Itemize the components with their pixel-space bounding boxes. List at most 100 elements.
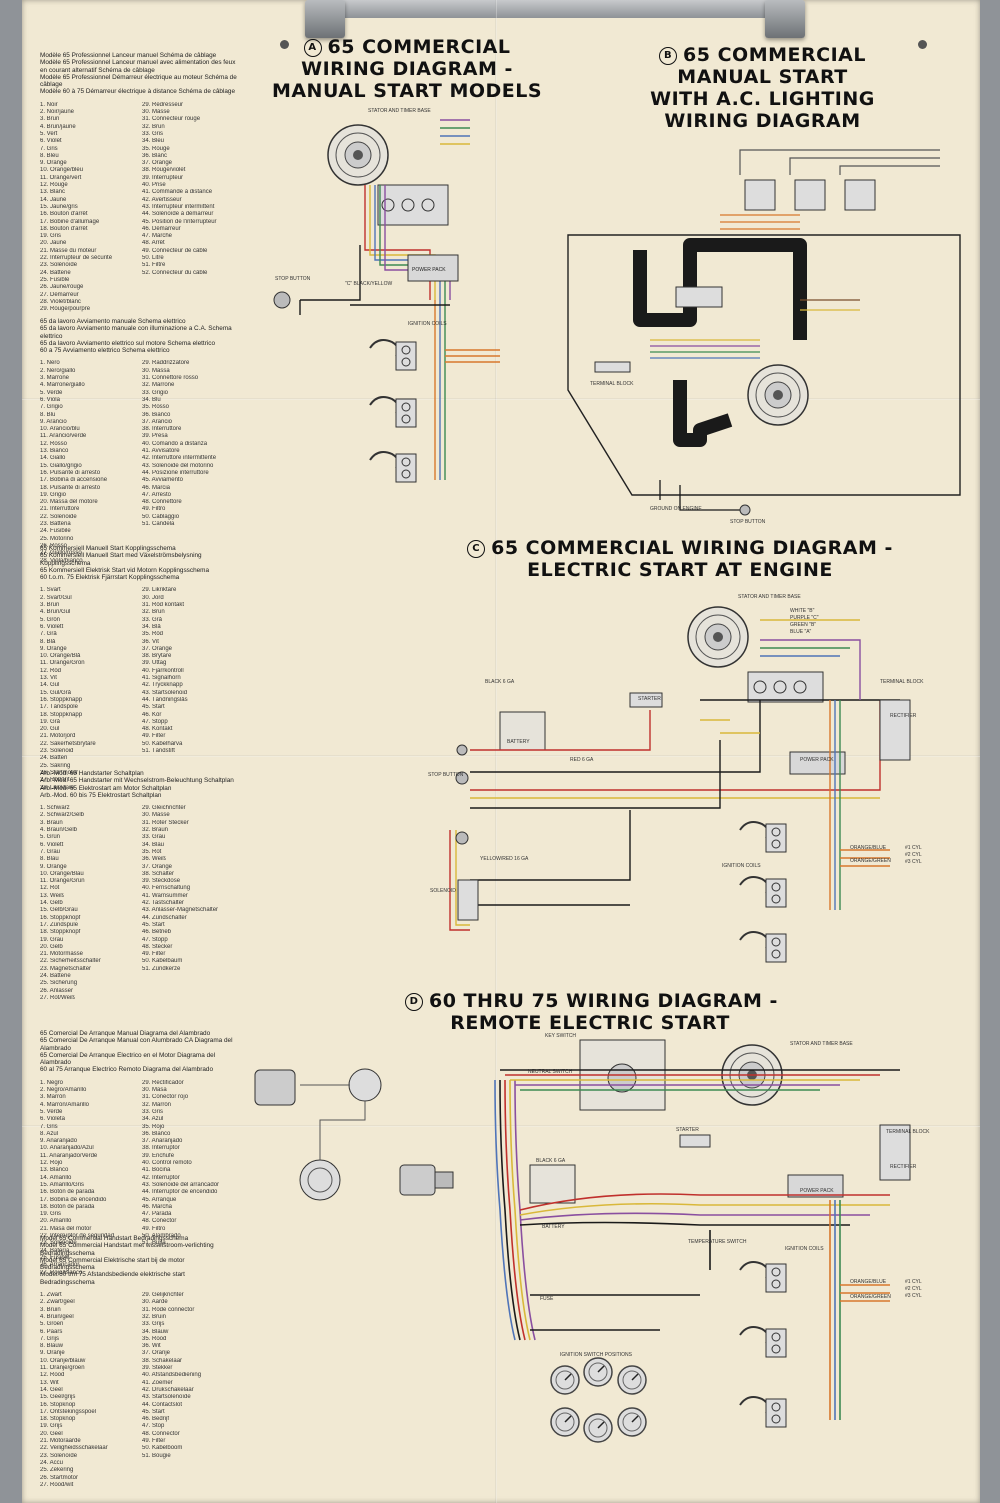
wire-label: ORANGE/GREEN bbox=[850, 1294, 891, 1300]
legend-item: 19. Grigio bbox=[40, 491, 67, 498]
diagram-d: IGNITION SWITCH POSITIONS KEY SWITCH NEU… bbox=[254, 1033, 930, 1443]
legend-item: 11. Oranje/groen bbox=[40, 1365, 85, 1372]
legend-title: 65 Kommersiell Manuell Start Kopplingssc… bbox=[40, 545, 176, 552]
legend-item: 44. Zündschalter bbox=[142, 914, 187, 921]
legend-item: 11. Arancio/verde bbox=[40, 433, 87, 440]
stator-label: STATOR AND TIMER BASE bbox=[738, 594, 801, 600]
legend-item: 3. Marrón bbox=[40, 1094, 66, 1101]
legend-item: 22. Veiligheidsschakelaar bbox=[40, 1445, 108, 1452]
legend-item: 47. Parada bbox=[142, 1211, 172, 1218]
legend-block: 65 Kommersiell Manuell Start Kopplingssc… bbox=[40, 545, 240, 792]
temperature-switch-label: TEMPERATURE SWITCH bbox=[688, 1239, 747, 1245]
legend-item: 46. Marcia bbox=[142, 484, 171, 491]
legend-item: 14. Geel bbox=[40, 1386, 63, 1393]
legend-item: 46. Démarreur bbox=[142, 225, 181, 232]
legend-item: 6. Paars bbox=[40, 1328, 63, 1335]
marker-b: B bbox=[659, 46, 678, 65]
legend-item: 40. Fernschaltung bbox=[142, 885, 191, 892]
hanger-bar bbox=[335, 0, 795, 18]
legend-item: 2. Zwart/geel bbox=[40, 1299, 75, 1306]
legend-item: 19. Grå bbox=[40, 718, 61, 725]
legend-item: 23. Magnetschalter bbox=[40, 965, 92, 972]
fold-line bbox=[22, 398, 980, 400]
stop-button-label: STOP BUTTON bbox=[428, 772, 464, 778]
legend-header: 65 Comercial De Arranque Manual Diagrama… bbox=[40, 1030, 240, 1074]
legend-item: 51. Bougie bbox=[142, 1452, 171, 1459]
legend-item: 14. Amarillo bbox=[40, 1174, 72, 1181]
legend-item: 5. Verde bbox=[40, 1108, 63, 1115]
legend-item: 4. Marrone/giallo bbox=[40, 382, 85, 389]
legend-item: 48. Arrêt bbox=[142, 240, 165, 247]
power-pack-label: POWER PACK bbox=[800, 757, 834, 763]
legend-item: 25. Fusible bbox=[40, 276, 70, 283]
legend-item: 12. Rojo bbox=[40, 1160, 63, 1167]
legend-item: 8. Blauw bbox=[40, 1343, 64, 1350]
legend-item: 27. Röd/Vit bbox=[40, 777, 70, 784]
legend-item: 7. Gris bbox=[40, 145, 58, 152]
coils-label: IGNITION COILS bbox=[785, 1246, 824, 1252]
terminal-block-label: TERMINAL BLOCK bbox=[886, 1129, 930, 1135]
stop-button-a bbox=[273, 291, 291, 309]
legend-item: 36. Blanc bbox=[142, 152, 168, 159]
legend-item: 28. Viola/bianco bbox=[40, 557, 83, 564]
legend-item: 2. Nero/giallo bbox=[40, 367, 76, 374]
solenoid-c bbox=[457, 879, 479, 921]
legend-item: 17. Bobine d'allumage bbox=[40, 218, 100, 225]
wire-label: WHITE "B" bbox=[790, 608, 815, 614]
legend-item: 4. Braun/Gelb bbox=[40, 827, 78, 834]
legend-item: 19. Grau bbox=[40, 936, 64, 943]
legend-item: 47. Marche bbox=[142, 233, 173, 240]
legend-item: 3. Brun bbox=[40, 602, 60, 609]
legend-item: 26. Startmotor bbox=[40, 769, 79, 776]
legend-item: 33. Gris bbox=[142, 130, 164, 137]
legend-item: 38. Brytare bbox=[142, 653, 172, 660]
legend-item: 31. Connettore rosso bbox=[142, 375, 199, 382]
legend-item: 15. Geel/grijs bbox=[40, 1394, 76, 1401]
diagram-c: STATOR AND TIMER BASE WHITE "B" PURPLE "… bbox=[428, 594, 924, 963]
legend-item: 29. Likriktare bbox=[142, 587, 177, 594]
legend-title: Arb.-Mod. 60 bis 75 Elektrostart Schaltp… bbox=[40, 791, 162, 799]
legend-item: 34. Blå bbox=[142, 623, 161, 630]
legend-item: 46. Kör bbox=[142, 711, 162, 718]
legend-item: 23. Solenoïde bbox=[40, 1452, 78, 1459]
wire-label: ORANGE/BLUE bbox=[850, 1279, 887, 1285]
legend-item: 8. Azul bbox=[40, 1130, 59, 1137]
legend-item: 2. Schwarz/Gelb bbox=[40, 812, 85, 819]
legend-item: 5. Grön bbox=[40, 616, 61, 623]
legend-item: 42. Tryckknapp bbox=[142, 682, 183, 689]
primer-switch bbox=[456, 744, 468, 756]
legend-item: 28. Violet/blanc bbox=[40, 298, 81, 305]
legend-item: 24. Fusibile bbox=[40, 528, 71, 535]
diagram-a: POWER PACK "C" BLACK/YELLOW STOP BUTTON … bbox=[273, 108, 500, 483]
legend-item: 3. Brun bbox=[40, 116, 60, 123]
legend-item: 42. Drukschakelaar bbox=[142, 1386, 194, 1393]
legend-item: 36. Vit bbox=[142, 638, 159, 645]
legend-item: 38. Rouge/violet bbox=[142, 167, 186, 174]
stop-button-label: STOP BUTTON bbox=[730, 519, 766, 525]
legend-item: 32. Marrone bbox=[142, 382, 175, 389]
legend-item: 8. Blu bbox=[40, 411, 56, 418]
legend-item: 5. Groen bbox=[40, 1321, 64, 1328]
legend-item: 11. Orange/Grün bbox=[40, 878, 85, 885]
legend-item: 17. Bobina di accensione bbox=[40, 477, 108, 484]
cable-connector bbox=[254, 1069, 296, 1106]
legend-title: Arb.-Mod. 65 Handstarter mit Wechselstro… bbox=[40, 777, 234, 785]
legend-item: 30. Masse bbox=[142, 812, 170, 819]
legend-item: 12. Rouge bbox=[40, 182, 68, 189]
power-pack-a bbox=[407, 254, 459, 282]
legend-item: 44. Tändningslås bbox=[142, 696, 188, 703]
legend-item: 45. Start bbox=[142, 921, 165, 928]
legend-item: 43. Startsolenoid bbox=[142, 689, 188, 696]
legend-item: 7. Gris bbox=[40, 1123, 58, 1130]
legend-item: 48. Connettore bbox=[142, 499, 182, 506]
legend-item: 10. Oranje/blauw bbox=[40, 1357, 86, 1364]
fold-line-vertical bbox=[495, 0, 497, 1503]
legend-item: 36. Weiß bbox=[142, 856, 166, 863]
rectifier-c bbox=[879, 699, 911, 761]
legend-item: 17. Zündspule bbox=[40, 921, 79, 928]
legend-item: 19. Grijs bbox=[40, 1423, 63, 1430]
power-pack-b bbox=[675, 286, 723, 308]
